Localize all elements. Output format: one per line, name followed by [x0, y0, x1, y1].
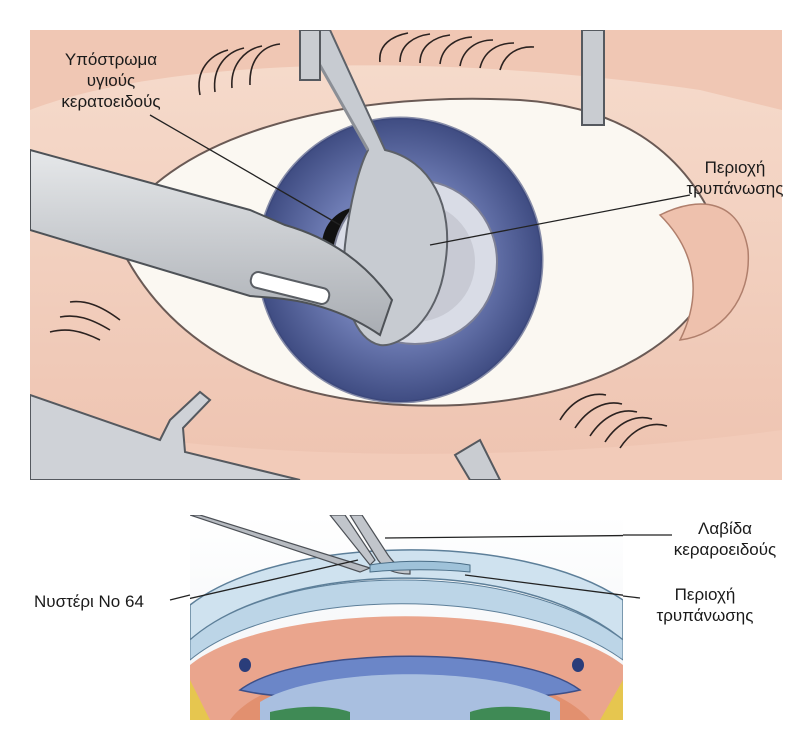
label-trephination-area-bottom: Περιοχή τρυπάνωσης [645, 584, 765, 626]
label-scalpel-no64: Νυστέρι Νο 64 [34, 591, 144, 612]
label-forceps-line2: κεραροειδούς [665, 539, 785, 560]
bottom-cross-section-panel [183, 515, 675, 720]
label-forceps-line1: Λαβίδα [665, 518, 785, 539]
label-scalpel-line1: Νυστέρι Νο 64 [34, 591, 144, 612]
label-trephination-bottom-line2: τρυπάνωσης [645, 605, 765, 626]
label-healthy-stroma-line3: κερατοειδούς [36, 91, 186, 112]
label-trephination-area-top: Περιοχή τρυπάνωσης [680, 157, 790, 199]
label-healthy-stroma-line1: Υπόστρωμα [36, 49, 186, 70]
label-trephination-top-line1: Περιοχή [680, 157, 790, 178]
label-healthy-stroma: Υπόστρωμα υγιούς κερατοειδούς [36, 49, 186, 112]
label-corneal-forceps: Λαβίδα κεραροειδούς [665, 518, 785, 560]
label-healthy-stroma-line2: υγιούς [36, 70, 186, 91]
label-trephination-top-line2: τρυπάνωσης [680, 178, 790, 199]
label-trephination-bottom-line1: Περιοχή [645, 584, 765, 605]
